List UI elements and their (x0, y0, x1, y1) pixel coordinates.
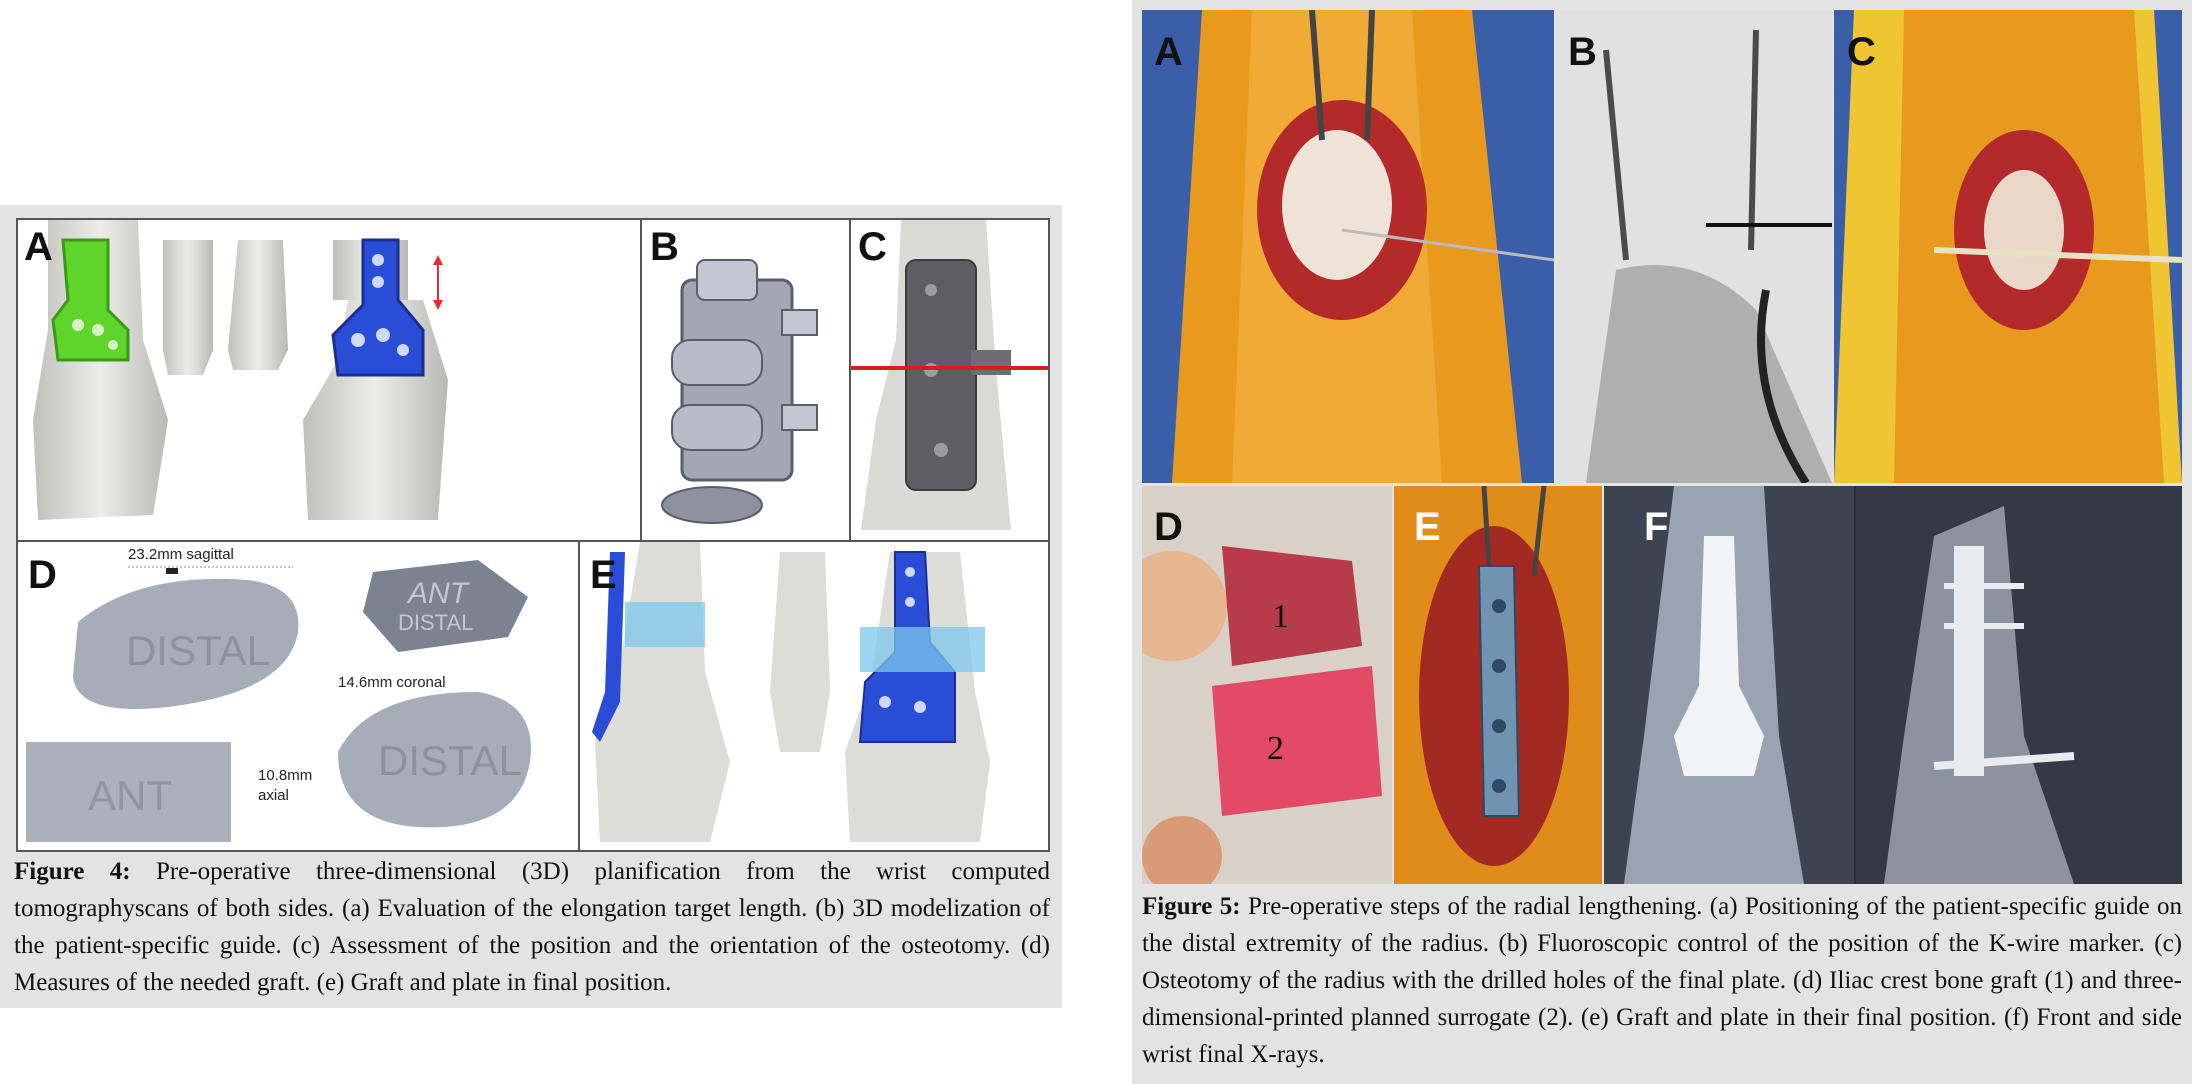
fig4-panel-b (640, 218, 851, 542)
fig5-caption: Figure 5: Pre-operative steps of the rad… (1142, 888, 2182, 1073)
fig5-panel-c-image (1834, 10, 2182, 483)
fig5-label-a: A (1154, 30, 1183, 74)
fig4-panel-c-image (851, 220, 1048, 530)
fig5-label-c: C (1847, 30, 1876, 74)
fig5-label-f: F (1644, 505, 1669, 549)
fig5-label-b: B (1568, 30, 1597, 74)
fig4-label-d: D (28, 553, 57, 597)
fig4-caption-text: Pre-operative three-dimensional (3D) pla… (14, 858, 1051, 996)
fig5-label-d: D (1154, 505, 1183, 549)
fig5-panel-a-image (1172, 10, 1554, 483)
fig4-distal-embossed-2: DISTAL (378, 737, 522, 784)
fig4-panel-d: 23.2mm sagittal 14.6mm coronal 10.8mm ax… (16, 540, 580, 852)
fig5-panel-c (1834, 10, 2182, 483)
fig4-caption: Figure 4: Pre-operative three-dimensiona… (14, 853, 1050, 1001)
fig4-panel-c (849, 218, 1050, 542)
fig5-panel-d-image (1142, 546, 1382, 884)
fig5-graft-label-2: 2 (1267, 730, 1284, 767)
fig4-panel-e (578, 540, 1050, 852)
fig4-coronal-measure: 14.6mm coronal (338, 674, 446, 691)
fig5-panel-a (1142, 10, 1554, 483)
figure-4: A B C 23. (0, 205, 1062, 1008)
fig4-ant-embossed: ANT (408, 577, 468, 610)
fig4-label-b: B (650, 225, 679, 269)
fig4-axial-value: 10.8mm (258, 767, 313, 784)
fig4-label-c: C (858, 225, 887, 269)
fig5-panel-f (1604, 486, 2182, 884)
fig4-distal-embossed-3: DISTAL (398, 610, 474, 635)
fig4-caption-title: Figure 4: (14, 858, 131, 885)
fig5-graft-label-1: 1 (1272, 598, 1289, 635)
fig5-label-e: E (1414, 505, 1441, 549)
fig4-distal-embossed-1: DISTAL (126, 627, 270, 674)
fig5-caption-title: Figure 5: (1142, 893, 1241, 920)
fig5-panel-e-image (1419, 486, 1569, 866)
fig4-ant-embossed-2: ANT (88, 772, 172, 819)
fig4-label-a: A (24, 225, 53, 269)
fig5-panel-d (1142, 486, 1392, 884)
fig4-axial-word: axial (258, 787, 289, 804)
fig5-caption-text: Pre-operative steps of the radial length… (1142, 893, 2183, 1068)
fig5-panel-b-image (1586, 29, 1832, 483)
fig4-panel-a (16, 218, 642, 542)
fig4-panel-d-image (26, 560, 531, 842)
fig4-panel-e-image (592, 542, 990, 842)
fig5-panel-e (1394, 486, 1602, 884)
fig5-panel-f-image (1604, 486, 2182, 884)
fig4-label-e: E (590, 553, 617, 597)
fig5-panel-b (1556, 10, 1832, 483)
fig4-sagittal-measure: 23.2mm sagittal (128, 546, 234, 563)
fig4-panel-a-image (33, 220, 448, 520)
figure-5: A B C D 1 2 (1132, 0, 2192, 1084)
fig4-panel-b-image (661, 259, 818, 524)
